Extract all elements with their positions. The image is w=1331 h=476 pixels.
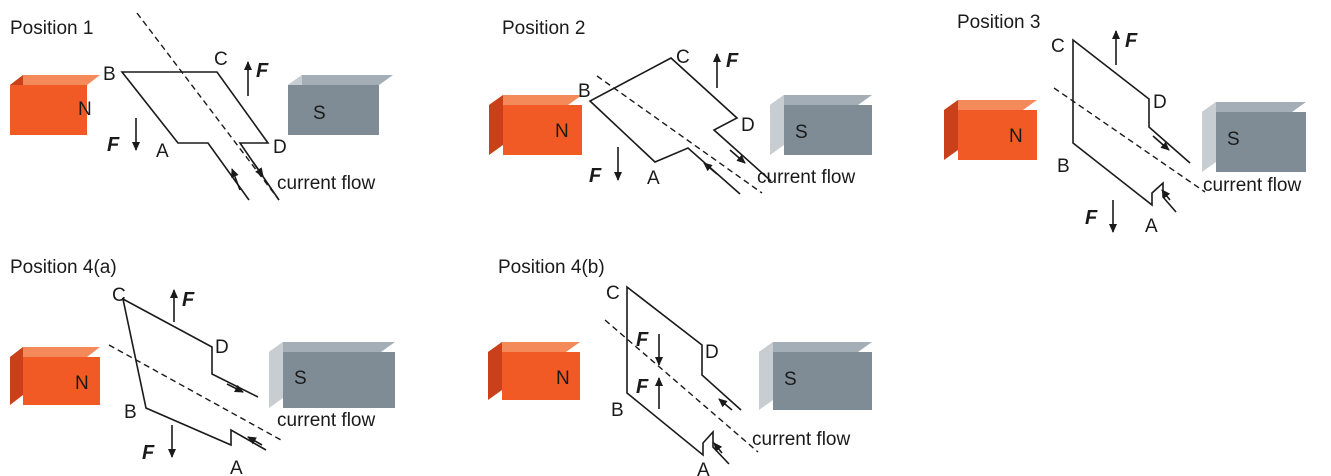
corner-label-c: C [606, 283, 620, 304]
force-label-top: F [182, 289, 195, 311]
current-flow-label: current flow [752, 429, 850, 450]
south-pole-label: S [294, 368, 307, 389]
corner-label-c: C [214, 49, 228, 70]
current-flow-label: current flow [757, 167, 855, 188]
current-arrow-in [247, 436, 263, 446]
force-label-bottom: F [107, 134, 120, 156]
rotation-axis [108, 344, 282, 441]
corner-label-b: B [611, 400, 624, 421]
corner-label-b: B [578, 81, 591, 102]
north-magnet: N [10, 347, 100, 405]
current-arrow-in [231, 168, 241, 191]
corner-label-a: A [647, 168, 660, 189]
panel-title: Position 2 [502, 18, 585, 39]
south-pole-label: S [313, 103, 326, 124]
force-label-bottom: F [589, 165, 602, 187]
current-arrow-out [729, 149, 746, 164]
corner-label-d: D [215, 337, 229, 358]
south-magnet: S [770, 95, 872, 155]
force-label-top: F [256, 60, 269, 82]
current-arrow-out [1152, 135, 1170, 151]
corner-label-d: D [741, 115, 755, 136]
current-flow-label: current flow [277, 410, 375, 431]
corner-label-a: A [697, 460, 710, 476]
south-pole-label: S [784, 369, 797, 390]
north-pole-label: N [75, 373, 89, 394]
force-label-lower: F [636, 376, 649, 398]
corner-label-b: B [103, 64, 116, 85]
panel-title: Position 1 [10, 18, 93, 39]
panel-position-4a: Position 4(a) N S B C A D F F current fl… [10, 257, 395, 476]
corner-label-a: A [1145, 216, 1158, 237]
corner-label-c: C [676, 47, 690, 68]
rotation-axis [596, 75, 763, 194]
current-arrow-out [718, 398, 733, 411]
south-magnet: S [288, 75, 393, 135]
force-label-upper: F [636, 329, 649, 351]
corner-label-c: C [1051, 36, 1065, 57]
rotation-axis [1053, 87, 1206, 193]
corner-label-b: B [1057, 156, 1070, 177]
south-magnet: S [269, 342, 395, 408]
current-flow-label: current flow [1203, 175, 1301, 196]
north-magnet: N [10, 75, 100, 135]
coil-loop [120, 71, 280, 201]
corner-label-d: D [273, 137, 287, 158]
force-label-top: F [726, 50, 739, 72]
coil-loop [626, 285, 742, 465]
south-pole-label: S [795, 122, 808, 143]
panel-position-4b: Position 4(b) N S B C A D F F current fl… [488, 257, 872, 476]
panel-position-2: Position 2 N S B C A D F F current flow [489, 18, 872, 195]
corner-label-d: D [705, 342, 719, 363]
north-pole-label: N [555, 121, 569, 142]
corner-label-a: A [230, 458, 243, 476]
corner-label-c: C [112, 285, 126, 306]
rotation-axis [136, 12, 280, 201]
current-arrow-out [252, 161, 264, 177]
panel-position-1: Position 1 N S B C A D F F current flow [10, 12, 393, 201]
corner-label-d: D [1153, 92, 1167, 113]
current-flow-label: current flow [277, 173, 375, 194]
coil-loop [121, 297, 267, 451]
panel-title: Position 4(b) [498, 257, 605, 278]
corner-label-b: B [124, 402, 137, 423]
south-magnet: S [759, 342, 872, 410]
north-magnet: N [488, 342, 580, 400]
north-pole-label: N [78, 99, 92, 120]
north-pole-label: N [556, 368, 570, 389]
north-pole-label: N [1009, 126, 1023, 147]
panel-title: Position 4(a) [10, 257, 117, 278]
force-label-bottom: F [142, 442, 155, 464]
force-label-bottom: F [1085, 207, 1098, 229]
current-arrow-out [226, 383, 244, 393]
north-magnet: N [489, 95, 582, 155]
panel-title: Position 3 [957, 12, 1040, 33]
north-magnet: N [944, 100, 1037, 160]
coil-loop [1072, 38, 1191, 213]
coil-loop [588, 57, 772, 195]
south-pole-label: S [1227, 129, 1240, 150]
current-arrow-in [1161, 189, 1171, 201]
force-label-top: F [1125, 30, 1138, 52]
current-arrow-in [713, 442, 723, 454]
panel-position-3: Position 3 N S B C A D F F current flow [944, 12, 1306, 237]
south-magnet: S [1202, 102, 1306, 172]
corner-label-a: A [156, 141, 169, 162]
current-arrow-in [703, 162, 718, 175]
rotation-axis [604, 319, 759, 453]
